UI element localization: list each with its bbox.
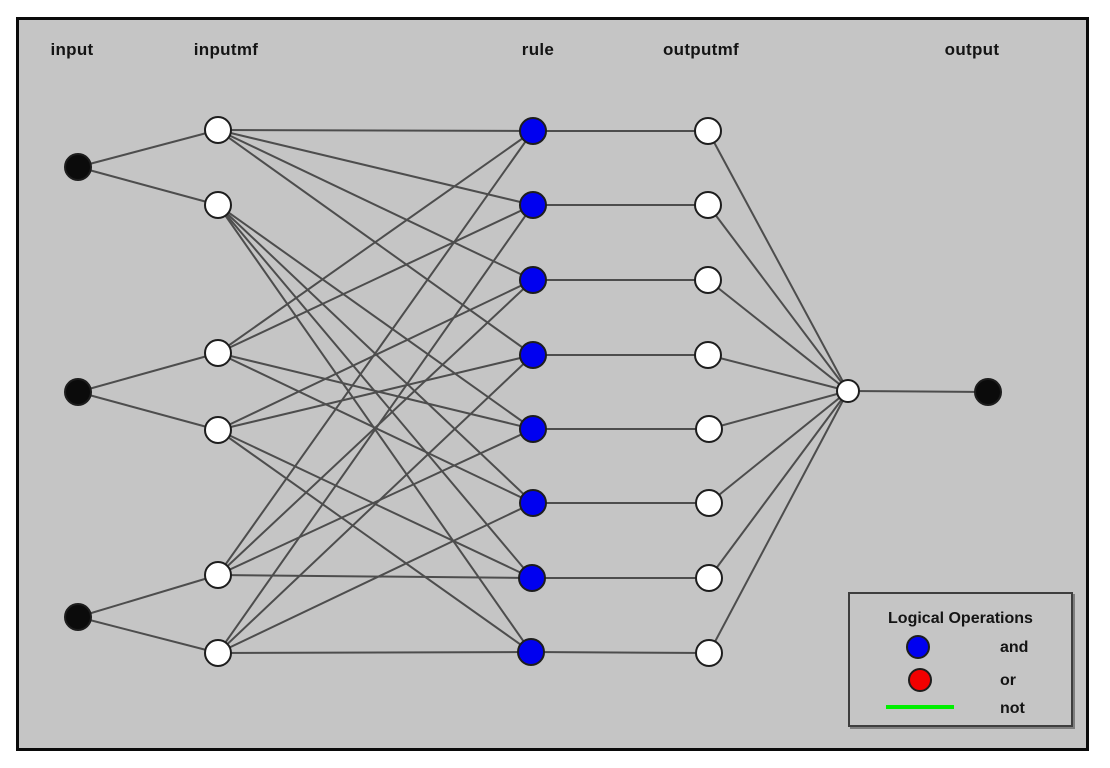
column-label-input: input: [50, 40, 94, 59]
column-label-output: output: [944, 40, 1000, 59]
legend-title: Logical Operations: [888, 610, 1033, 627]
column-label-inputmf: inputmf: [193, 40, 259, 59]
column-label-rule: rule: [521, 40, 555, 59]
legend-label-or: or: [1000, 672, 1016, 689]
legend-label-not: not: [1000, 700, 1025, 717]
legend-label-and: and: [1000, 639, 1029, 656]
legend: Logical Operations and or not: [848, 592, 1073, 727]
column-label-outputmf: outputmf: [662, 40, 740, 59]
and-operation-icon: [906, 635, 930, 659]
or-operation-icon: [908, 668, 932, 692]
not-operation-icon: [886, 705, 954, 709]
